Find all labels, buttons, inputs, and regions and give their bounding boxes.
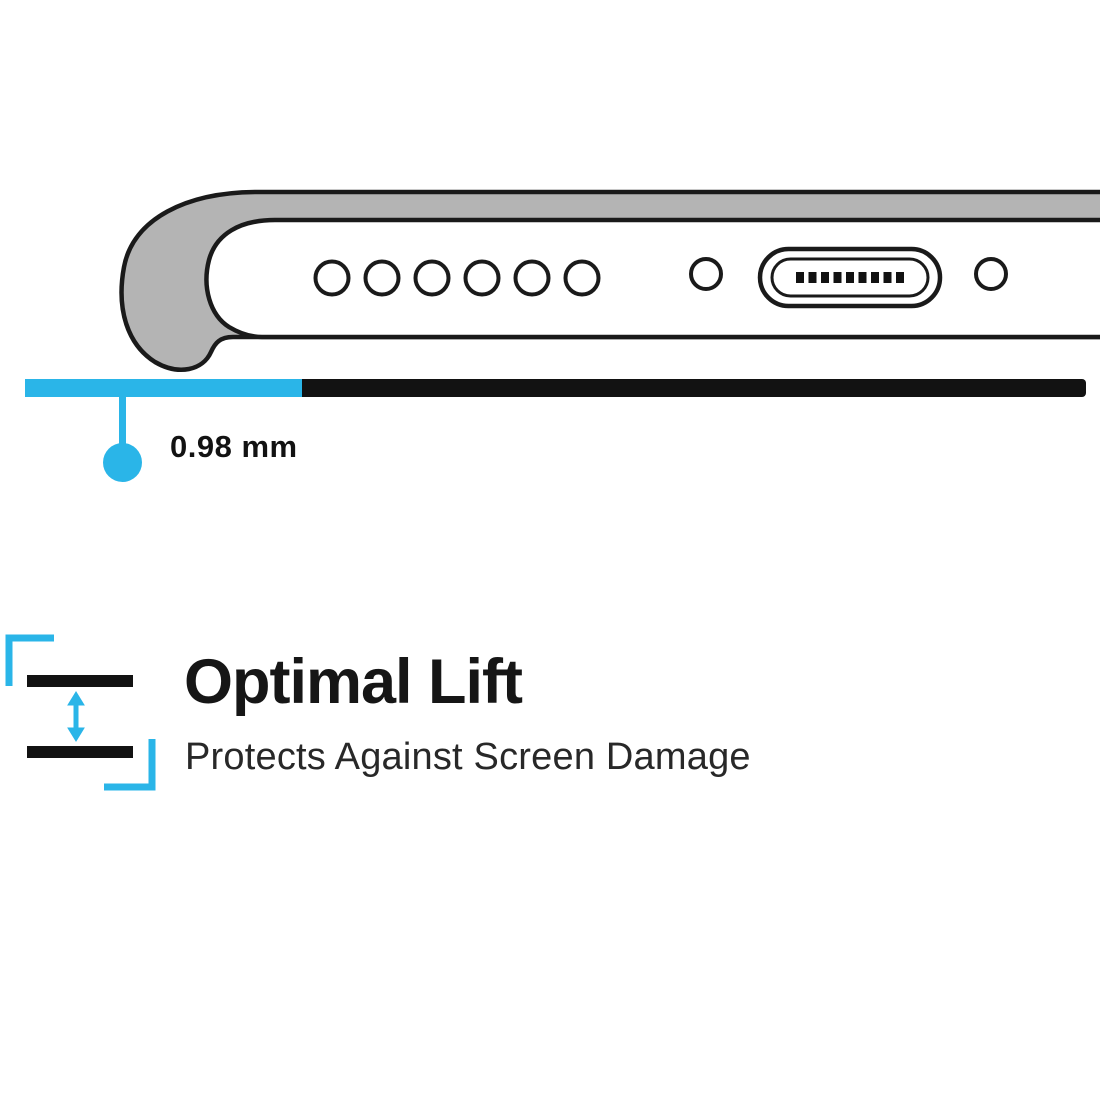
speaker-hole — [563, 259, 601, 297]
feature-title: Optimal Lift — [184, 647, 523, 717]
port-pins — [796, 272, 904, 283]
measurement-pointer-dot — [103, 443, 142, 482]
feature-subtitle: Protects Against Screen Damage — [185, 736, 751, 778]
speaker-holes — [313, 259, 601, 297]
phone-bottom-edge-illustration — [119, 189, 1100, 372]
measurement-pointer-line — [119, 396, 126, 448]
speaker-hole — [363, 259, 401, 297]
speaker-hole — [463, 259, 501, 297]
lift-height-icon — [5, 634, 156, 791]
lift-top-bar — [27, 675, 133, 687]
screw-hole-right — [974, 257, 1008, 291]
measurement-value: 0.98 mm — [170, 429, 298, 464]
lift-arrow — [67, 691, 85, 742]
bracket-bottom-right — [104, 739, 156, 791]
charging-port — [757, 246, 943, 309]
speaker-hole — [513, 259, 551, 297]
phone-edge-bar — [302, 379, 1086, 397]
speaker-hole — [313, 259, 351, 297]
lift-bottom-bar — [27, 746, 133, 758]
case-lip-highlight-bar — [25, 379, 302, 397]
screw-hole-left — [689, 257, 723, 291]
bracket-top-left — [5, 634, 54, 686]
speaker-hole — [413, 259, 451, 297]
